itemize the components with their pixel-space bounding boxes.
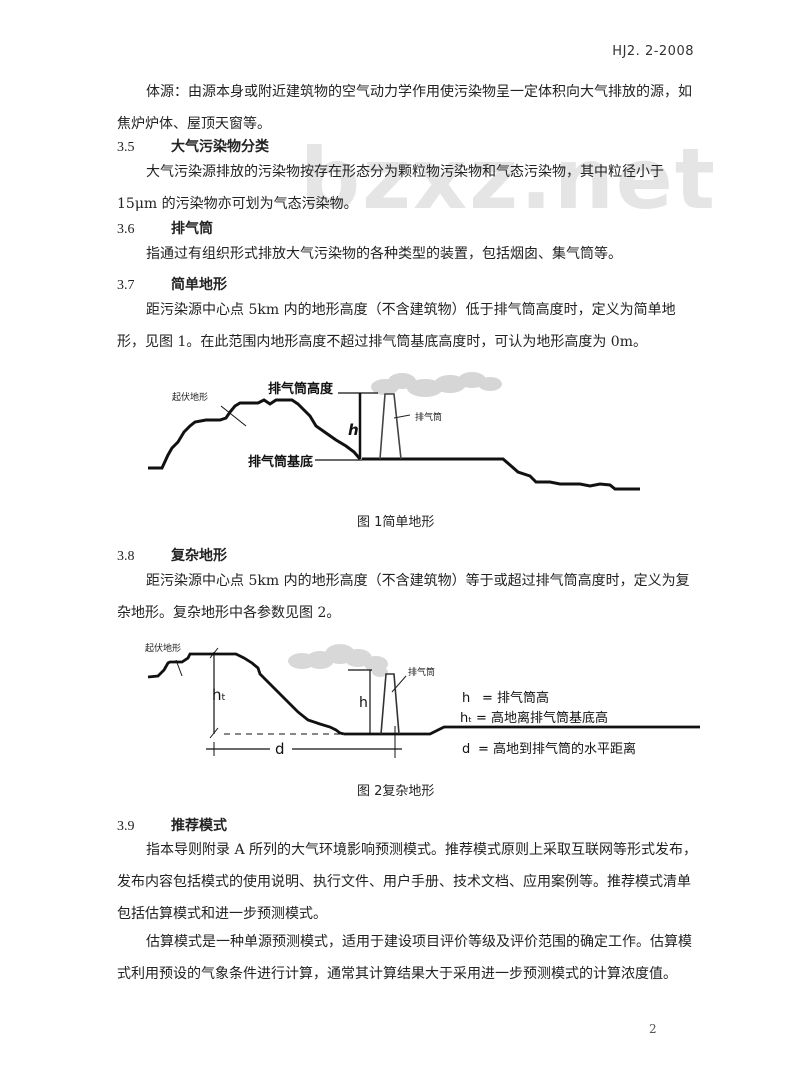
label-stack: 排气筒 [408, 666, 435, 678]
section-body-3-8: 距污染源中心点 5km 内的地形高度（不含建筑物）等于或超过排气筒高度时，定义为… [117, 573, 690, 621]
figure-1-simple-terrain: 起伏地形 排气筒高度 h 排气筒 排气筒基底 [148, 372, 640, 491]
ground-line [344, 725, 700, 736]
ground-line [362, 457, 640, 491]
page-number: 2 [649, 1022, 657, 1036]
legend-text: = 高地离排气筒基底高 [476, 710, 608, 726]
label-terrain: 起伏地形 [145, 642, 181, 654]
label-ht: hₜ [212, 686, 226, 704]
label-stack-height: 排气筒高度 [268, 381, 334, 397]
stack-pointer [391, 675, 407, 693]
label-h: h [359, 695, 368, 711]
legend-symbol: hₜ [460, 711, 472, 726]
tick-mark [209, 727, 219, 739]
legend-symbol: d [462, 742, 470, 757]
section-heading-3-6: 3.6 排气筒 [117, 219, 213, 240]
tick-mark [209, 647, 219, 659]
section-heading-3-7: 3.7 简单地形 [117, 275, 227, 296]
smoke-plume [288, 644, 388, 677]
intro-paragraph: 体源：由源本身或附近建筑物的空气动力学作用使污染物呈一定体积向大气排放的源，如焦… [117, 84, 692, 132]
section-body-3-5: 大气污染源排放的污染物按存在形态分为颗粒物污染物和气态污染物，其中粒径小于15μ… [117, 164, 664, 212]
section-heading-3-8: 3.8 复杂地形 [117, 546, 227, 567]
section-number: 3.9 [117, 819, 135, 834]
terrain-pointer [220, 405, 247, 427]
section-body-3-7: 距污染源中心点 5km 内的地形高度（不含建筑物）低于排气筒高度时，定义为简单地… [117, 302, 676, 350]
terrain-line [147, 652, 345, 736]
legend-text: = 高地到排气筒的水平距离 [478, 741, 636, 757]
section-title: 复杂地形 [171, 548, 227, 564]
section-number: 3.8 [117, 549, 135, 564]
legend-text: = 排气筒高 [482, 690, 549, 706]
label-d: d [275, 740, 285, 758]
figure-2-legend: h = 排气筒高 hₜ = 高地离排气筒基底高 d = 高地到排气筒的水平距离 [460, 690, 636, 757]
document-code: HJ2. 2-2008 [612, 44, 694, 59]
stack-pointer [393, 414, 411, 419]
label-stack: 排气筒 [415, 411, 442, 423]
section-body-3-9-estimation: 估算模式是一种单源预测模式，适用于建设项目评价等级及评价范围的确定工作。估算模式… [117, 934, 692, 982]
section-title: 简单地形 [171, 277, 227, 293]
watermark: bzxz.net [300, 130, 717, 228]
section-number: 3.5 [117, 140, 135, 155]
figure-1-caption: 图 1简单地形 [357, 515, 435, 530]
section-number: 3.6 [117, 222, 135, 237]
label-h: h [348, 421, 359, 439]
section-heading-3-5: 3.5 大气污染物分类 [117, 137, 269, 158]
smoke-plume [371, 372, 502, 397]
legend-symbol: h [462, 691, 470, 706]
section-title: 大气污染物分类 [171, 139, 269, 155]
terrain-pointer [175, 659, 183, 677]
section-heading-3-9: 3.9 推荐模式 [117, 816, 227, 837]
label-terrain: 起伏地形 [172, 391, 208, 403]
stack-shape [380, 673, 400, 735]
label-stack-base: 排气筒基底 [248, 454, 313, 470]
section-title: 排气筒 [171, 221, 213, 237]
section-body-3-9: 指本导则附录 A 所列的大气环境影响预测模式。推荐模式原则上采取互联网等形式发布… [117, 842, 698, 922]
figure-2-caption: 图 2复杂地形 [357, 784, 435, 799]
terrain-line [148, 398, 362, 470]
section-title: 推荐模式 [171, 818, 227, 834]
section-body-3-6: 指通过有组织形式排放大气污染物的各种类型的装置，包括烟囱、集气筒等。 [146, 246, 622, 262]
section-number: 3.7 [117, 278, 135, 293]
figure-2-complex-terrain: 起伏地形 hₜ d h 排气筒 h = 排气筒高 hₜ = 高地离排气筒基底高 … [145, 642, 700, 758]
stack-shape [379, 393, 402, 460]
